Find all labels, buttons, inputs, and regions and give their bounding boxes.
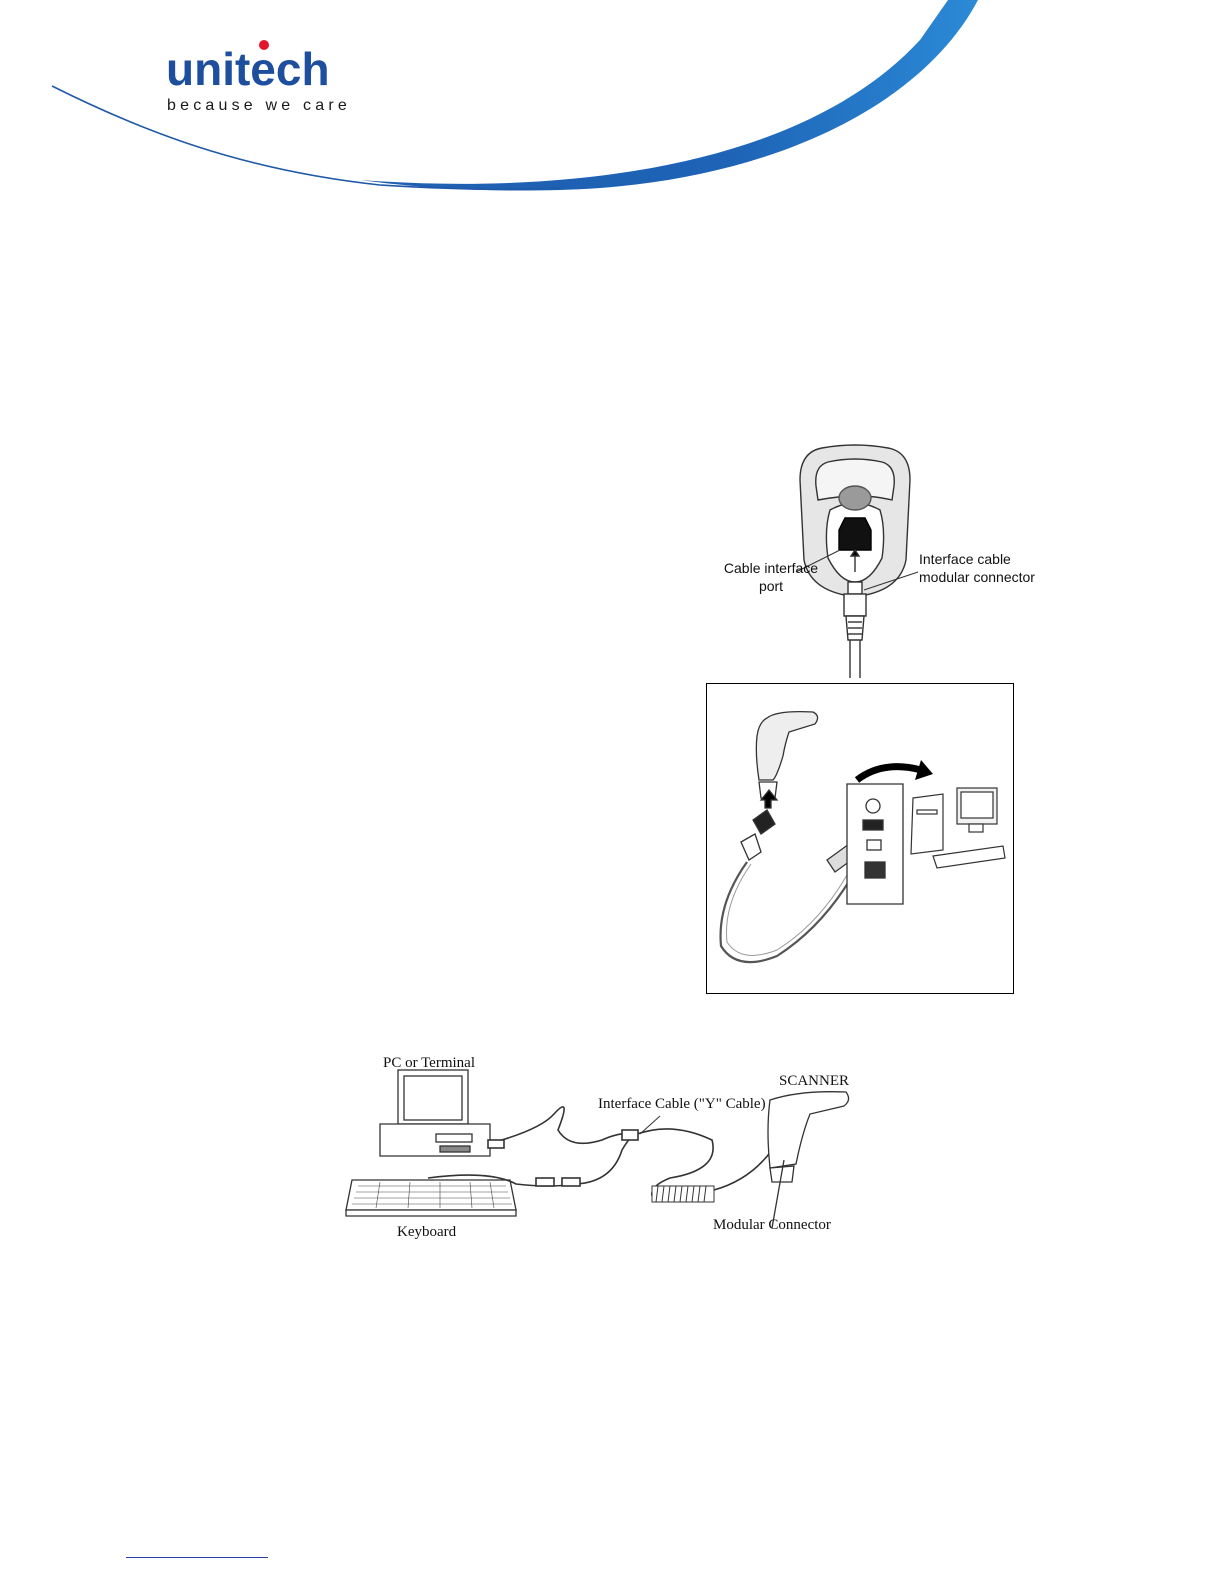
modular-connector-label: Modular Connector <box>713 1218 831 1233</box>
handheld-scanner-illustration <box>768 1092 849 1228</box>
brand-tagline: because we care <box>167 98 351 114</box>
y-cable-label: Interface Cable ("Y" Cable) <box>598 1097 766 1112</box>
cable-interface-port-label: Cable interface port <box>718 559 824 595</box>
pc-terminal-illustration <box>380 1070 490 1156</box>
usb-connection-figure <box>706 683 1014 994</box>
usb-connection-illustration <box>707 684 1012 992</box>
coiled-cord <box>652 1186 714 1202</box>
pc-terminal-label: PC or Terminal <box>383 1056 475 1071</box>
interface-cable-connector-label: Interface cable modular connector <box>919 550 1059 586</box>
keyboard-illustration <box>346 1180 516 1216</box>
brand-logo: unitech <box>166 46 330 92</box>
scanner-label: SCANNER <box>779 1074 849 1089</box>
keyboard-label: Keyboard <box>397 1225 456 1240</box>
footer-rule <box>126 1557 268 1558</box>
brand-logo-dot <box>259 40 269 50</box>
brand-logo-wordmark: unitech <box>166 46 330 92</box>
